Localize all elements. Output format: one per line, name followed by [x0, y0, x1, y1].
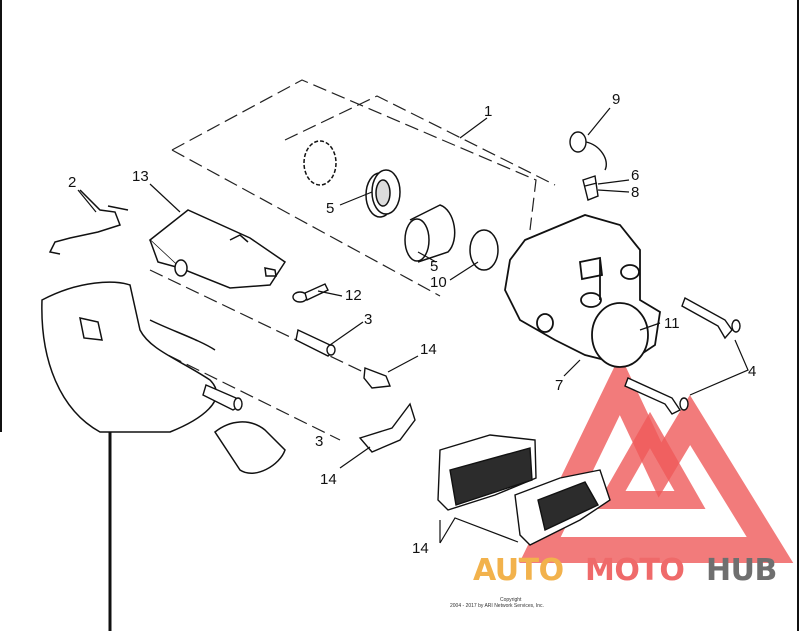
watermark-moto: MOTO: [585, 553, 684, 588]
callout-14-upper: 14: [420, 341, 437, 358]
callout-10: 10: [430, 274, 447, 291]
part-7-caliper: [504, 214, 661, 368]
callout-9: 9: [612, 91, 620, 108]
callout-3-upper: 3: [364, 311, 372, 328]
callout-5-piston: 5: [430, 258, 438, 275]
part-3-pin-lower: [202, 384, 243, 411]
part-14-spring-lower: [358, 402, 416, 453]
part-5-piston: [404, 204, 499, 271]
mounting-arm: [41, 281, 218, 433]
watermark-auto: AUTO: [473, 553, 564, 588]
callout-5-seal: 5: [326, 200, 334, 217]
watermark-text: AUTO MOTO HUB: [473, 553, 777, 588]
part-6-bleeder: [582, 175, 599, 201]
callout-14-lower: 14: [412, 540, 429, 557]
part-13-bracket: [148, 209, 287, 289]
part-4-bolt-lower: [624, 377, 689, 415]
copyright-line2: 2004 - 2017 by ARI Network Services, Inc…: [450, 603, 544, 609]
part-12-pin: [292, 283, 329, 303]
callout-14-middle: 14: [320, 471, 337, 488]
watermark-logo: [519, 354, 794, 563]
part-14-spring-upper: [363, 367, 391, 389]
part-2-clip: [48, 189, 129, 255]
callout-4: 4: [748, 363, 756, 380]
part-5-seal: [303, 140, 401, 218]
callout-2: 2: [68, 174, 76, 191]
callout-3-lower: 3: [315, 433, 323, 450]
part-14-pad-lower: [514, 469, 611, 546]
callout-8: 8: [631, 184, 639, 201]
callout-12: 12: [345, 287, 362, 304]
leader-lines: [77, 107, 749, 544]
callout-7: 7: [555, 377, 563, 394]
part-14-pad-upper: [437, 434, 537, 511]
part-9-cap: [569, 131, 607, 171]
callout-1: 1: [484, 103, 492, 120]
callout-11: 11: [664, 315, 680, 332]
part-4-bolt-upper: [681, 296, 741, 340]
part-3-pin-upper: [295, 328, 336, 357]
watermark-hub: HUB: [706, 553, 777, 588]
copyright: Copyright 2004 - 2017 by ARI Network Ser…: [450, 597, 544, 609]
copyright-line1: Copyright: [500, 597, 522, 603]
callout-13: 13: [132, 168, 149, 185]
lower-bracket: [213, 421, 286, 474]
callout-6: 6: [631, 167, 639, 184]
callouts: 1 2 13 5 5 10 9 6 8 11 4 7 12 3 3 14 14 …: [68, 91, 756, 557]
